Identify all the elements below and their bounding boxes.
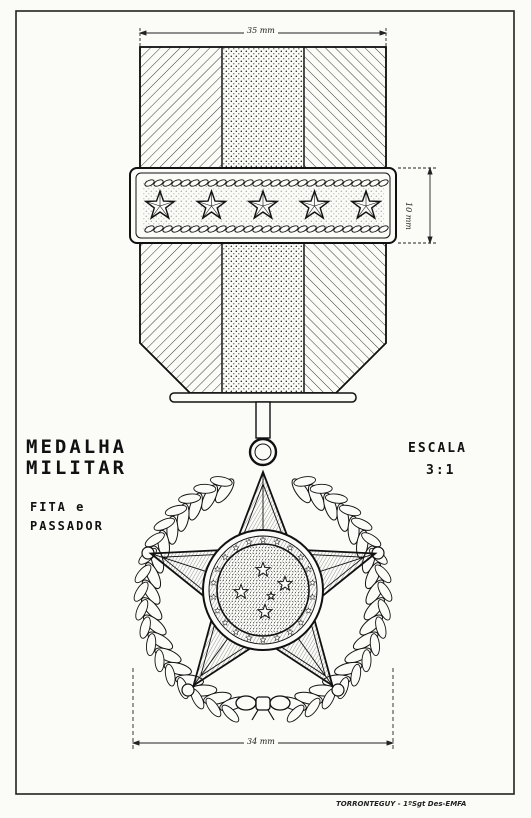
center-star-icon (276, 575, 294, 592)
dimension-ribbon-label: 35 mm (244, 26, 278, 35)
page-frame (15, 10, 515, 795)
medal (133, 469, 393, 723)
scale-value: 3:1 (426, 463, 456, 478)
dimension-medal-label: 34 mm (244, 737, 278, 746)
dimension-bar-label: 10 mm (404, 200, 413, 232)
suspension-bar (169, 392, 357, 403)
center-star-icon (232, 583, 250, 600)
credit: TORRONTEGUY - 1ºSgt Des-EMFA (336, 800, 467, 808)
scale-label: ESCALA (408, 441, 467, 456)
center-star-icon (254, 561, 272, 578)
subtitle-line-2: PASSADOR (30, 519, 104, 533)
subtitle-line-1: FITA e (30, 500, 86, 514)
dimension-bar-height (398, 166, 436, 245)
center-star-icon (256, 603, 274, 620)
ribbon-bar (129, 167, 397, 244)
title-line-2: MILITAR (26, 457, 128, 479)
center-star-icon (265, 590, 277, 601)
suspension-ring (248, 437, 278, 467)
title-line-1: MEDALHA (26, 436, 128, 458)
